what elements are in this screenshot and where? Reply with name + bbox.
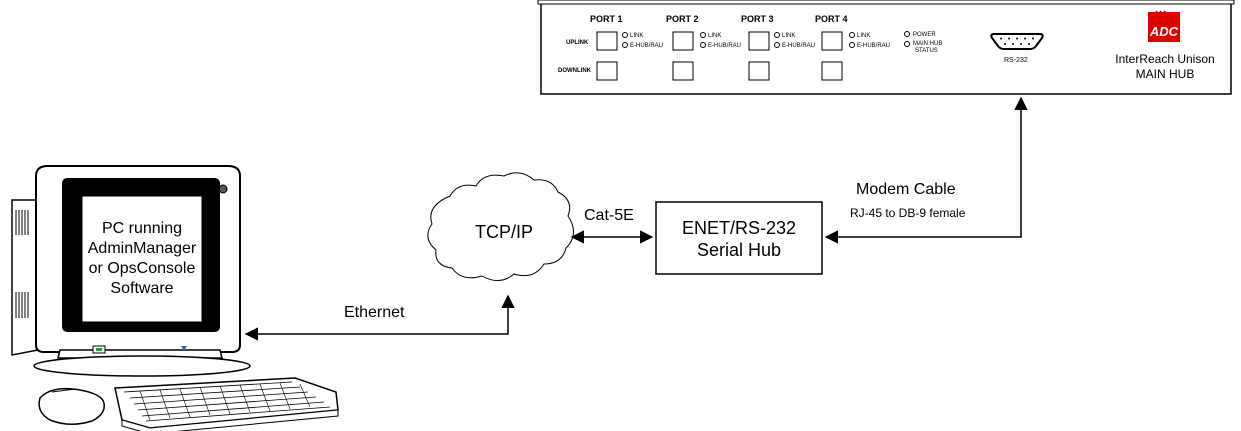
screen-text-line4: Software <box>110 280 173 297</box>
ehub-led-label: E-HUB/RAU <box>630 43 663 49</box>
downlink-port-2 <box>672 61 694 81</box>
hub-port-4: PORT 4 LINK E-HUB/RAU <box>815 14 890 81</box>
serial-hub: ENET/RS-232 Serial Hub <box>655 201 823 275</box>
tcpip-cloud: TCP/IP <box>427 172 574 281</box>
serial-hub-line2: Serial Hub <box>697 240 781 260</box>
tcpip-label: TCP/IP <box>475 222 533 242</box>
downlink-port-1 <box>596 61 618 81</box>
uplink-port-3 <box>748 31 770 51</box>
status-led-label: MAIN HUB <box>913 41 942 47</box>
hub-port-2: PORT 2 LINK E-HUB/RAU <box>666 14 741 81</box>
link-led <box>774 32 780 38</box>
adc-logo: ADC <box>1148 10 1180 42</box>
link-led-label: LINK <box>782 33 795 39</box>
keyboard-icon <box>114 377 339 431</box>
power-button-icon <box>218 184 228 194</box>
mouse-icon <box>38 387 105 425</box>
hub-port-3: PORT 3 LINK E-HUB/RAU <box>741 14 815 81</box>
ehub-led <box>700 42 706 48</box>
rs232-label: RS-232 <box>1004 57 1028 64</box>
ethernet-link <box>244 294 515 341</box>
link-led-label: LINK <box>708 33 721 39</box>
modem-cable-label: Modem Cable <box>856 181 956 198</box>
product-name-line2: MAIN HUB <box>1136 67 1195 81</box>
downlink-port-4 <box>821 61 843 81</box>
link-led <box>849 32 855 38</box>
uplink-port-1 <box>596 31 618 51</box>
screen-text-line3: or OpsConsole <box>89 260 196 277</box>
downlink-label: DOWNLINK <box>558 68 592 74</box>
monitor-screen <box>81 195 203 323</box>
indicator-icon <box>181 346 187 351</box>
uplink-port-2 <box>672 31 694 51</box>
port-label: PORT 2 <box>666 14 699 24</box>
port-label: PORT 4 <box>815 14 848 24</box>
port-label: PORT 3 <box>741 14 774 24</box>
uplink-label: UPLINK <box>566 40 589 46</box>
link-led-label: LINK <box>857 33 870 39</box>
status-led-label-2: STATUS <box>915 48 938 54</box>
product-name-line1: InterReach Unison <box>1115 52 1214 66</box>
serial-hub-line1: ENET/RS-232 <box>682 218 796 238</box>
power-led <box>904 31 910 37</box>
screen-text-line1: PC running <box>102 220 182 237</box>
ehub-led-label: E-HUB/RAU <box>857 43 890 49</box>
ehub-led <box>622 42 628 48</box>
link-led-label: LINK <box>630 33 643 39</box>
db9-connector-icon <box>990 33 1044 50</box>
modem-cable-link <box>824 96 1028 244</box>
hub-status-leds: POWER MAIN HUB STATUS <box>904 31 942 54</box>
link-led <box>700 32 706 38</box>
ethernet-label: Ethernet <box>344 304 405 321</box>
ehub-led-label: E-HUB/RAU <box>782 43 815 49</box>
hub-port-1: PORT 1 LINK E-HUB/RAU <box>590 14 663 81</box>
ehub-led-label: E-HUB/RAU <box>708 43 741 49</box>
uplink-port-4 <box>821 31 843 51</box>
ehub-led <box>774 42 780 48</box>
main-hub-unit: UPLINK DOWNLINK PORT 1 LINK E-HUB/RAU PO… <box>537 0 1235 95</box>
link-led <box>622 32 628 38</box>
status-led <box>904 41 910 47</box>
cat5e-label: Cat-5E <box>584 207 634 224</box>
pc-workstation: PC running AdminManager or OpsConsole So… <box>11 165 339 431</box>
downlink-port-3 <box>748 61 770 81</box>
modem-cable-sublabel: RJ-45 to DB-9 female <box>850 206 966 220</box>
ehub-led <box>849 42 855 48</box>
screen-text-line2: AdminManager <box>88 240 197 257</box>
port-label: PORT 1 <box>590 14 623 24</box>
rs232-port: RS-232 <box>990 33 1044 64</box>
power-led-label: POWER <box>913 32 936 38</box>
adc-logo-text: ADC <box>1149 24 1179 39</box>
